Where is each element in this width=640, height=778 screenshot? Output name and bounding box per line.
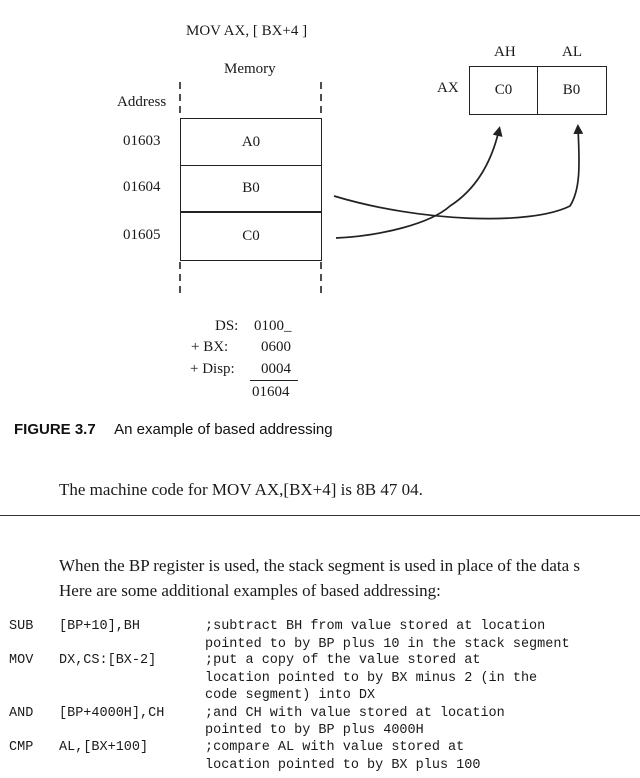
code-comment: ;and CH with value stored at location <box>205 706 505 721</box>
figure-number: FIGURE 3.7 <box>14 421 96 438</box>
memory-boundary-lines <box>179 82 322 296</box>
code-comment: location pointed to by BX minus 2 (in th… <box>205 671 538 686</box>
register-high-label: AH <box>494 44 516 60</box>
code-comment: ;put a copy of the value stored at <box>205 653 481 668</box>
code-operands: [BP+10],BH <box>59 619 141 634</box>
memory-value: A0 <box>241 133 261 150</box>
memory-cell-01603: A0 <box>180 118 322 166</box>
paragraph-line-1: When the BP register is used, the stack … <box>59 556 581 575</box>
instruction-title: MOV AX, [ BX+4 ] <box>186 23 308 39</box>
register-name: AX <box>437 80 459 96</box>
code-comment: pointed to by BP plus 4000H <box>205 723 424 738</box>
code-operands: DX,CS:[BX-2] <box>59 653 157 668</box>
code-comment: ;compare AL with value stored at <box>205 740 465 755</box>
figure-caption-text: An example of based addressing <box>114 421 333 438</box>
address-01605: 01605 <box>123 227 161 243</box>
code-op: MOV <box>9 653 34 668</box>
calc-disp-value: 0004 <box>261 361 291 377</box>
code-operands: [BP+4000H],CH <box>59 706 165 721</box>
paragraph-line-2: Here are some additional examples of bas… <box>59 581 441 600</box>
code-comment: ;subtract BH from value stored at locati… <box>205 619 546 634</box>
code-op: AND <box>9 706 34 721</box>
calc-bx-label: + BX: <box>191 339 229 355</box>
code-op: CMP <box>9 740 34 755</box>
code-comment: pointed to by BP plus 10 in the stack se… <box>205 637 570 652</box>
address-01603: 01603 <box>123 133 161 149</box>
memory-cell-01605: C0 <box>180 211 322 261</box>
code-operands: AL,[BX+100] <box>59 740 149 755</box>
calc-bx-value: 0600 <box>261 339 291 355</box>
data-flow-arrows <box>333 124 584 239</box>
calc-disp-label: + Disp: <box>190 361 235 377</box>
calc-sum-line <box>250 380 298 381</box>
code-comment: location pointed to by BX plus 100 <box>205 758 481 773</box>
code-comment: code segment) into DX <box>205 688 376 703</box>
register-ah-cell: C0 <box>469 66 538 115</box>
code-op: SUB <box>9 619 34 634</box>
memory-value: B0 <box>242 180 260 196</box>
calc-ds-value: 0100_ <box>254 318 292 334</box>
register-al-value: B0 <box>562 82 581 98</box>
address-label: Address <box>117 94 167 110</box>
machine-code-sentence: The machine code for MOV AX,[BX+4] is 8B… <box>59 480 423 499</box>
memory-value: C0 <box>242 227 260 244</box>
memory-cell-01604: B0 <box>180 164 322 213</box>
calc-ds-label: DS: <box>215 318 239 334</box>
register-ah-value: C0 <box>494 82 513 98</box>
address-01604: 01604 <box>123 179 161 195</box>
register-al-cell: B0 <box>536 66 607 115</box>
memory-label: Memory <box>224 61 276 77</box>
arrow-c0-to-ah <box>335 126 503 239</box>
figure-caption: FIGURE 3.7 An example of based addressin… <box>14 421 333 439</box>
calc-result: 01604 <box>252 384 290 400</box>
register-low-label: AL <box>562 44 582 60</box>
section-divider <box>0 515 640 516</box>
arrow-b0-to-al <box>333 124 584 220</box>
